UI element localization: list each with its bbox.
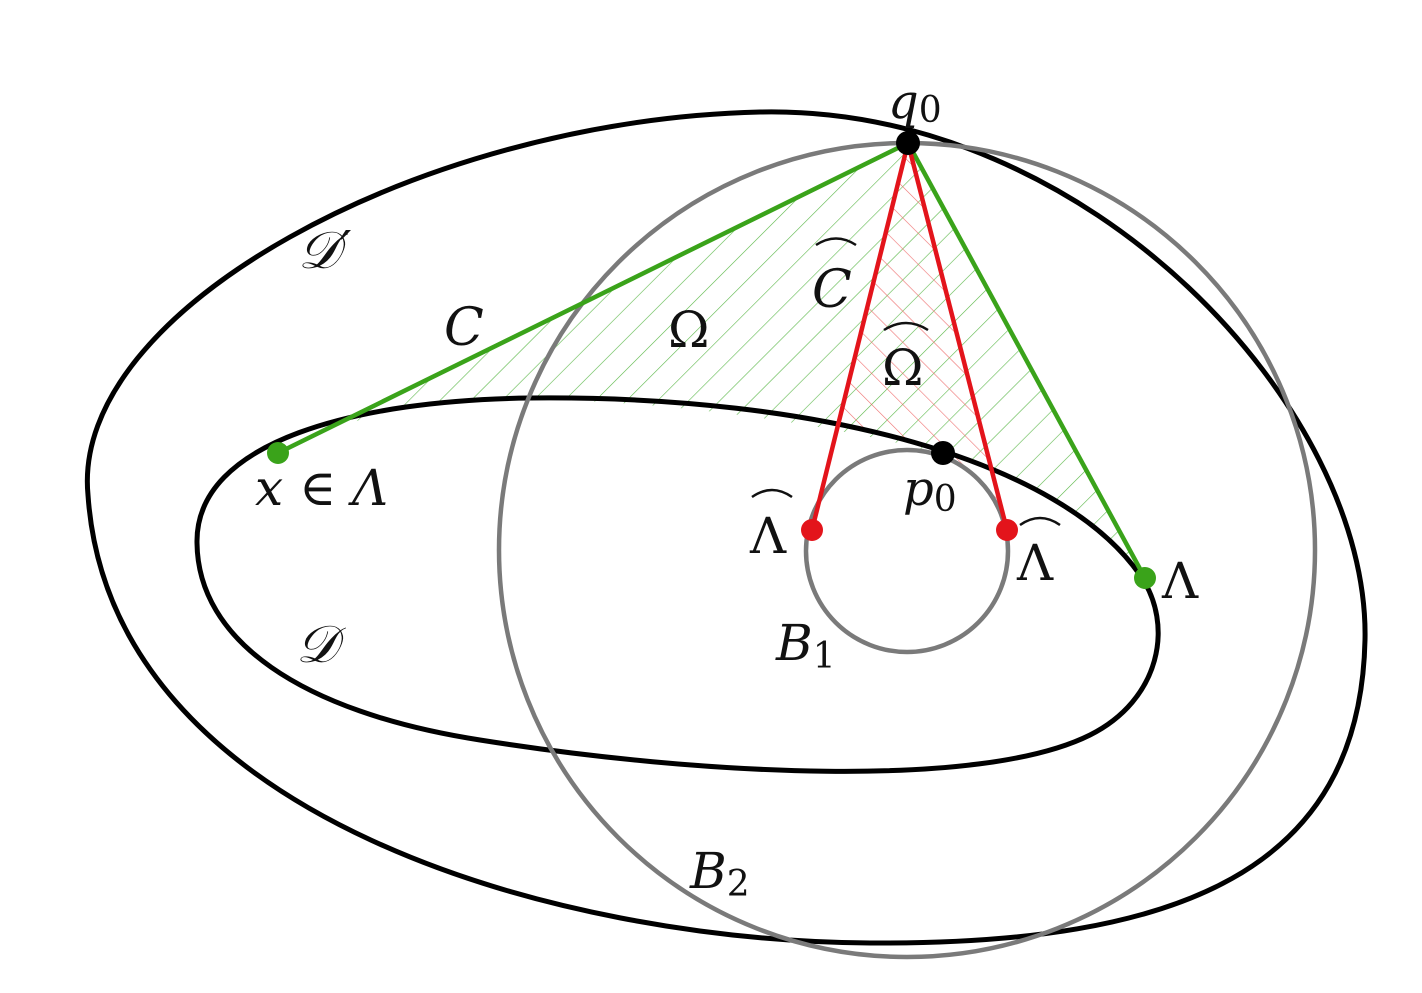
omega-hatched-region <box>278 143 1145 578</box>
point-lambda-hat-right <box>996 519 1018 541</box>
outer-domain-d-prime <box>84 109 1368 946</box>
curve-c-hat-left <box>809 142 911 531</box>
curve-c <box>277 140 909 456</box>
label-d-prime: 𝒟′ <box>298 221 351 281</box>
svg-text:Ω: Ω <box>882 339 923 397</box>
point-lambda-hat-left <box>801 519 823 541</box>
label-b1: B1 <box>775 614 836 677</box>
curve-c-right <box>906 141 1147 580</box>
label-p0: p0 <box>903 461 957 520</box>
point-p0 <box>931 441 955 465</box>
label-omega: Ω <box>668 301 709 359</box>
label-lambda-hat-right: Λ <box>1016 516 1061 592</box>
point-lambda <box>1134 567 1156 589</box>
label-c: C <box>444 298 484 358</box>
point-q0 <box>896 131 920 155</box>
hat-mark <box>883 321 929 332</box>
hat-mark <box>815 237 857 247</box>
label-lambda-hat-left: Λ <box>749 488 793 565</box>
svg-text:Λ: Λ <box>1016 534 1054 592</box>
curve-c-hat-right <box>905 142 1010 531</box>
hat-mark <box>1019 516 1061 527</box>
svg-text:Λ: Λ <box>749 507 787 565</box>
label-lambda: Λ <box>1161 552 1199 610</box>
point-x <box>267 442 289 464</box>
label-q0: q0 <box>888 74 942 131</box>
svg-text:C: C <box>812 260 852 320</box>
label-x-in-lambda: x ∈ Λ <box>255 459 388 517</box>
inner-domain-d <box>194 395 1161 774</box>
ball-b1 <box>803 447 1011 655</box>
label-c-hat: C <box>812 237 857 320</box>
label-omega-hat: Ω <box>882 321 929 397</box>
hat-mark <box>751 488 793 499</box>
label-b2: B2 <box>689 842 750 905</box>
label-d: 𝒟 <box>296 615 346 675</box>
